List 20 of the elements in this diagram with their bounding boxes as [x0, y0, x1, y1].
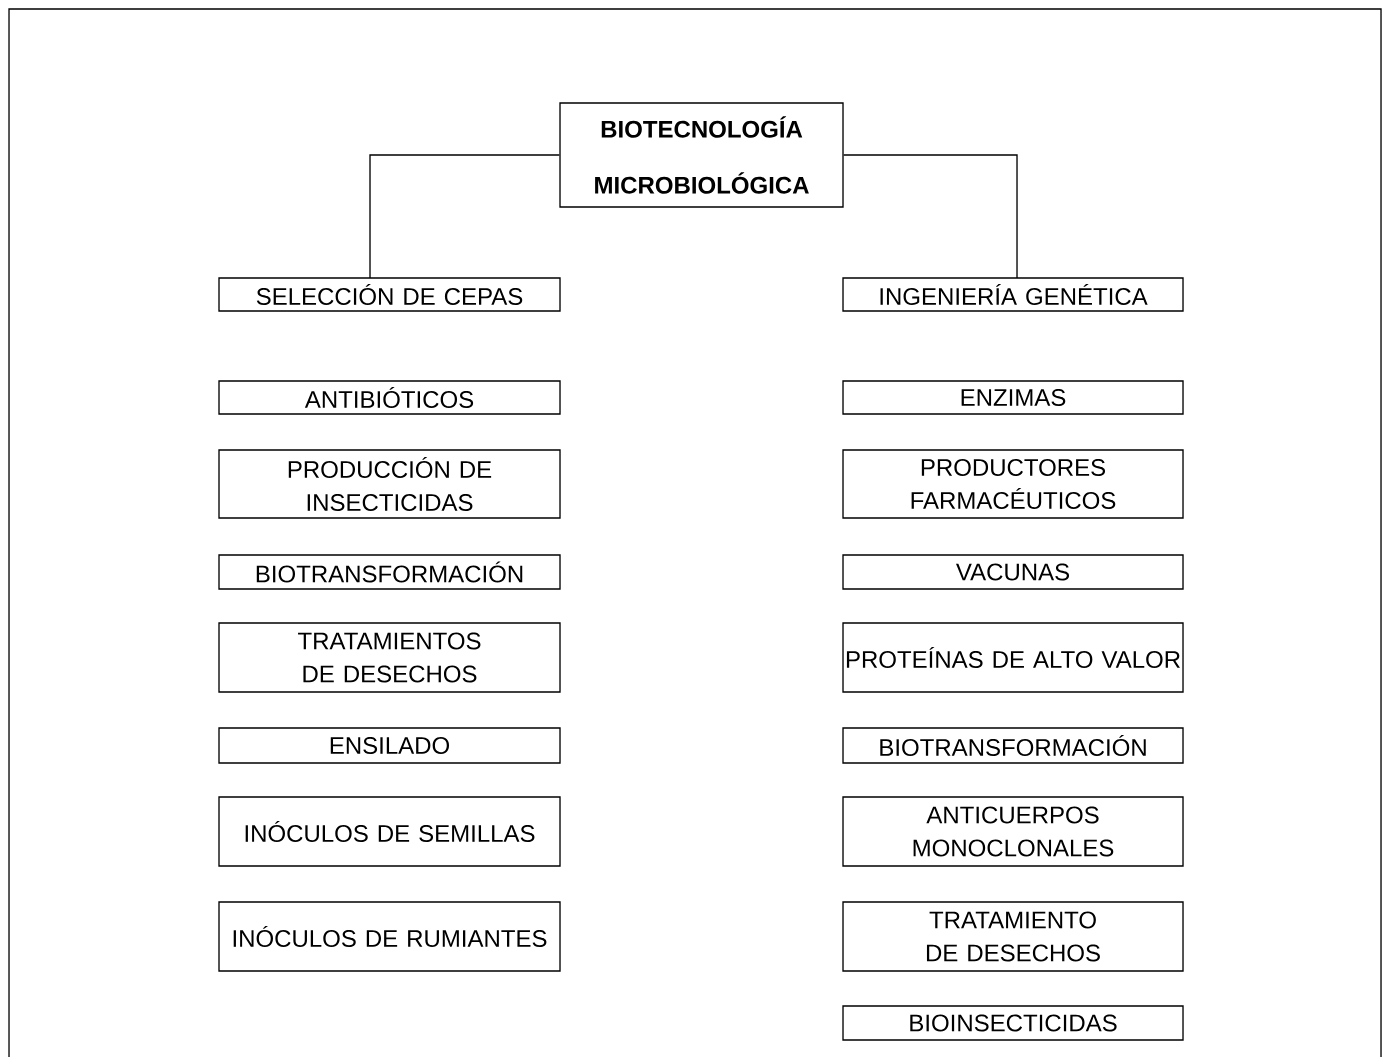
application-box: ENSILADO [218, 727, 561, 764]
application-box: BIOINSECTICIDAS [842, 1005, 1184, 1041]
application-box: VACUNAS [842, 554, 1184, 590]
category-box: SELECCIÓN DE CEPAS [218, 277, 561, 312]
application-box: INÓCULOS DE SEMILLAS [218, 796, 561, 867]
connector-line [369, 154, 560, 279]
application-box: PRODUCTORES FARMACÉUTICOS [842, 449, 1184, 519]
application-box: ANTIBIÓTICOS [218, 380, 561, 415]
connector-line [843, 154, 1018, 279]
application-box: ANTICUERPOS MONOCLONALES [842, 796, 1184, 867]
category-box: INGENIERÍA GENÉTICA [842, 277, 1184, 312]
application-box: PRODUCCIÓN DE INSECTICIDAS [218, 449, 561, 519]
application-box: TRATAMIENTO DE DESECHOS [842, 901, 1184, 972]
application-box: TRATAMIENTOS DE DESECHOS [218, 622, 561, 693]
application-box: BIOTRANSFORMACIÓN [218, 554, 561, 590]
application-box: PROTEÍNAS DE ALTO VALOR [842, 622, 1184, 693]
application-box: ENZIMAS [842, 380, 1184, 415]
application-box: INÓCULOS DE RUMIANTES [218, 901, 561, 972]
title-box: BIOTECNOLOGÍA MICROBIOLÓGICA [559, 102, 844, 208]
application-box: BIOTRANSFORMACIÓN [842, 727, 1184, 764]
